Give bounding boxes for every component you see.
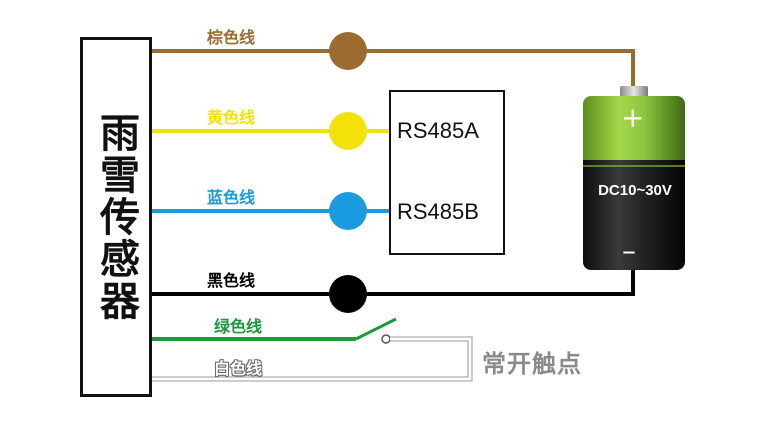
black-wire	[152, 262, 635, 296]
rs485-box	[389, 90, 505, 255]
battery-voltage-label: DC10~30V	[598, 182, 672, 199]
white-wire	[152, 336, 473, 382]
white-wire-label: 白色线	[214, 359, 263, 378]
battery-bottom	[583, 160, 685, 270]
normally-open-contact-label: 常开触点	[482, 350, 582, 378]
blue-wire-label: 蓝色线	[207, 188, 256, 207]
blue-connector	[329, 192, 367, 230]
brown-wire	[152, 49, 635, 88]
rs485b-label: RS485B	[397, 199, 479, 224]
black-wire-label: 黑色线	[207, 271, 256, 290]
switch-lever	[355, 317, 397, 341]
brown-wire-label: 棕色线	[207, 28, 256, 47]
sensor-box	[80, 37, 152, 397]
yellow-connector	[329, 112, 367, 150]
battery-cap	[620, 86, 648, 98]
green-wire-label: 绿色线	[214, 317, 263, 336]
sensor-title: 雨雪传感器	[93, 112, 139, 322]
battery-plus-sign: +	[621, 101, 645, 134]
brown-connector	[329, 32, 367, 70]
yellow-wire-label: 黄色线	[207, 108, 256, 127]
switch-contact	[381, 334, 391, 344]
black-connector	[329, 275, 367, 313]
rs485a-label: RS485A	[397, 118, 479, 143]
battery-minus-sign: –	[622, 234, 636, 267]
battery-top	[583, 96, 685, 170]
